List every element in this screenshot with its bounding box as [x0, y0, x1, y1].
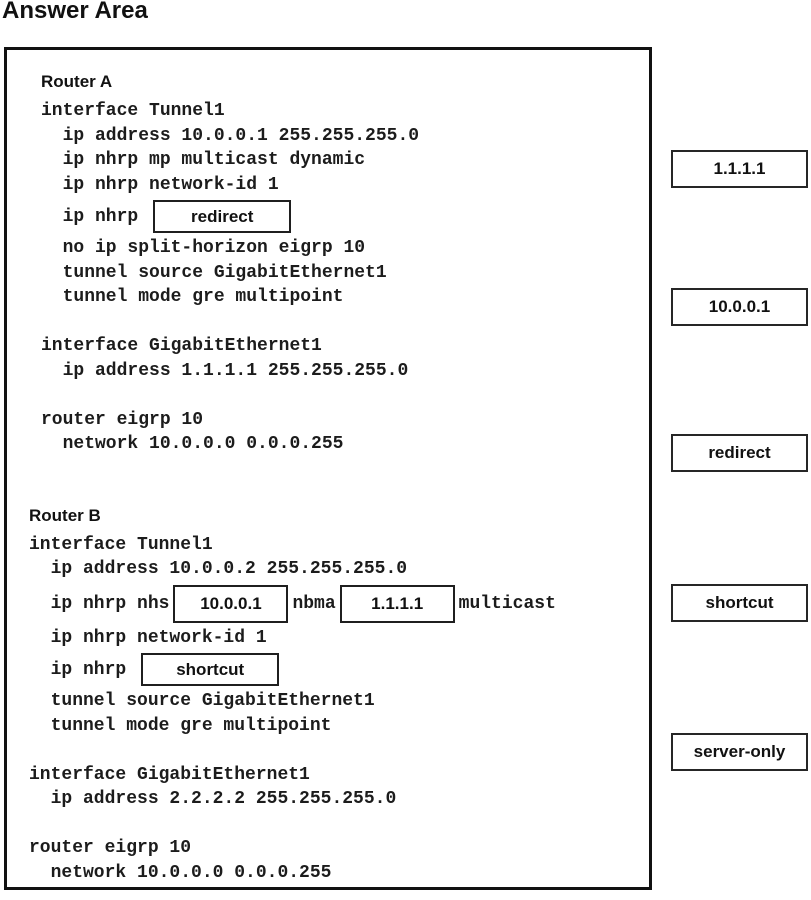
code-line: ip nhrp network-id 1	[29, 627, 267, 648]
page-title: Answer Area	[2, 0, 148, 24]
router-b-nhrp-drop-row: ip nhrp shortcut	[29, 650, 649, 689]
code-line: tunnel mode gre multipoint	[41, 287, 344, 307]
code-line: no ip split-horizon eigrp 10	[41, 238, 366, 258]
drop-target-router-b-nhrp-mode[interactable]: shortcut	[141, 653, 280, 686]
blank-line	[41, 310, 649, 335]
code-line: ip address 2.2.2.2 255.255.255.0	[29, 789, 397, 809]
blank-line	[29, 738, 649, 763]
code-line: ip nhrp mp multicast dynamic	[41, 150, 366, 170]
code-line: interface GigabitEthernet1	[41, 336, 322, 356]
code-line: network 10.0.0.0 0.0.0.255	[41, 434, 344, 454]
router-a-nhrp-drop-row: ip nhrp redirect	[41, 197, 649, 236]
code-line: ip address 1.1.1.1 255.255.255.0	[41, 360, 409, 381]
router-a-section: Router A interface Tunnel1 ip address 10…	[7, 72, 649, 457]
drag-option-server-only[interactable]: server-only	[671, 733, 808, 771]
drag-option-redirect[interactable]: redirect	[671, 434, 808, 472]
code-line-prefix: ip nhrp	[29, 659, 127, 680]
router-b-section: Router B interface Tunnel1 ip address 10…	[7, 506, 649, 886]
drag-option-1-1-1-1[interactable]: 1.1.1.1	[671, 150, 808, 188]
drop-target-router-b-nbma-address[interactable]: 1.1.1.1	[339, 584, 455, 623]
code-line: interface Tunnel1	[29, 534, 213, 555]
code-line: tunnel mode gre multipoint	[29, 715, 332, 736]
code-line: ip nhrp network-id 1	[41, 174, 279, 195]
code-line: router eigrp 10	[29, 838, 192, 858]
code-line: interface GigabitEthernet1	[29, 764, 310, 785]
code-line-suffix: multicast	[458, 593, 556, 614]
code-line-mid: nbma	[292, 593, 336, 614]
router-b-nhs-drop-row: ip nhrp nhs 10.0.0.1 nbma 1.1.1.1 multic…	[29, 582, 649, 626]
code-line: tunnel source GigabitEthernet1	[41, 262, 387, 283]
code-line: interface Tunnel1	[41, 101, 225, 121]
answer-panel: Router A interface Tunnel1 ip address 10…	[4, 47, 652, 890]
section-spacer	[7, 457, 649, 506]
code-line: router eigrp 10	[41, 409, 204, 430]
drag-option-10-0-0-1[interactable]: 10.0.0.1	[671, 288, 808, 326]
code-line: ip address 10.0.0.2 255.255.255.0	[29, 559, 408, 579]
code-line: ip address 10.0.0.1 255.255.255.0	[41, 125, 420, 146]
code-line: tunnel source GigabitEthernet1	[29, 691, 375, 711]
blank-line	[41, 383, 649, 408]
code-line-prefix: ip nhrp nhs	[29, 593, 170, 614]
code-line: network 10.0.0.0 0.0.0.255	[29, 862, 332, 883]
drop-target-router-b-nhs-address[interactable]: 10.0.0.1	[173, 584, 289, 623]
drag-option-shortcut[interactable]: shortcut	[671, 584, 808, 622]
router-a-heading: Router A	[41, 72, 113, 91]
router-b-heading: Router B	[29, 505, 101, 525]
code-line-prefix: ip nhrp	[41, 206, 139, 227]
blank-line	[29, 812, 649, 837]
drop-target-router-a-nhrp-mode[interactable]: redirect	[153, 200, 292, 233]
